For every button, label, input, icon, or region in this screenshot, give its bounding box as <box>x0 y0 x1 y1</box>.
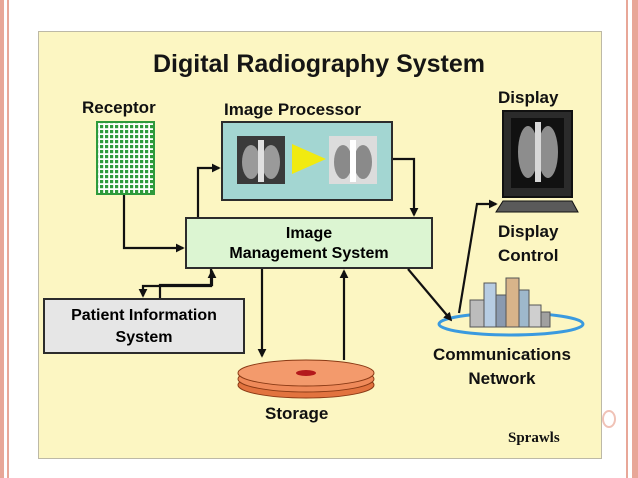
slide-border-right <box>632 0 638 478</box>
display-control-line2: Control <box>498 246 559 265</box>
slide-ornament <box>602 410 616 428</box>
pis-to-ims-arrow <box>158 269 217 298</box>
xray-after-icon <box>329 136 377 184</box>
diagram-title: Digital Radiography System <box>152 50 486 78</box>
credit-label: Sprawls <box>508 430 560 446</box>
ims-to-processor-arrow <box>196 163 221 217</box>
receptor-label: Receptor <box>82 98 156 117</box>
image-management-system-box: Image Management System <box>185 217 433 269</box>
comm-line1: Communications <box>433 345 571 364</box>
slide-border-right-thin <box>626 0 628 478</box>
display-monitor-icon <box>495 110 579 213</box>
receptor-to-ims-arrow <box>122 195 185 253</box>
display-label: Display <box>498 88 559 107</box>
xray-before-icon <box>237 136 285 184</box>
display-control-line1: Display <box>498 222 559 241</box>
comm-line2: Network <box>468 369 536 388</box>
ims-to-network-arrow <box>407 268 453 322</box>
process-arrow-icon <box>292 144 326 174</box>
slide-border-left <box>0 0 4 478</box>
pis-line2: System <box>115 329 173 346</box>
storage-label: Storage <box>265 404 329 423</box>
processor-to-ims-arrow <box>393 157 419 217</box>
receptor-grid-icon <box>96 121 155 195</box>
patient-information-system-box: Patient Information System <box>43 298 245 354</box>
ims-line2: Management System <box>229 245 389 262</box>
ims-line1: Image <box>285 225 333 242</box>
slide-border-left-thin <box>7 0 9 478</box>
communications-network-label: Communications Network <box>433 343 571 391</box>
image-processor-label: Image Processor <box>224 100 362 119</box>
network-city-icon <box>437 277 585 337</box>
ims-to-pis-arrow <box>138 269 213 298</box>
display-control-label: Display Control <box>498 220 558 268</box>
storage-disk-icon <box>237 359 375 399</box>
pis-line1: Patient Information <box>71 307 217 324</box>
network-to-display-arrow <box>457 199 498 314</box>
connector-arrows <box>122 157 498 360</box>
